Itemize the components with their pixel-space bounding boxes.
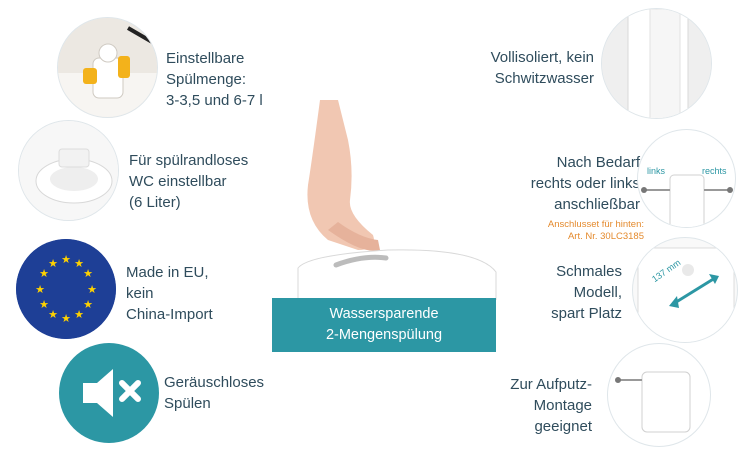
water-saving-banner: Wassersparende 2-Mengenspülung — [272, 298, 496, 352]
svg-text:★: ★ — [61, 312, 71, 325]
connection-side-image — [637, 129, 736, 228]
feature-narrow-model: Schmales Modell, spart Platz — [551, 263, 622, 322]
feature-surface-mount: Zur Aufputz- Montage geeignet — [510, 376, 592, 435]
svg-text:★: ★ — [87, 283, 97, 296]
adjustable-flush-image — [57, 17, 158, 118]
svg-text:★: ★ — [39, 298, 49, 311]
svg-text:★: ★ — [39, 267, 49, 280]
accessory-note: Anschlusset für hinten: Art. Nr. 30LC318… — [547, 218, 644, 242]
left-side-label: links — [647, 166, 666, 176]
eu-flag-icon: ★ ★ ★ ★ ★ ★ ★ ★ ★ ★ ★ ★ — [16, 239, 116, 339]
feature-adjustable-flush: Einstellbare Spülmenge: 3-3,5 und 6-7 l — [166, 50, 263, 109]
feature-insulated: Vollisoliert, kein Schwitzwasser — [490, 49, 594, 87]
svg-text:★: ★ — [83, 298, 93, 311]
insulated-tank-image — [601, 8, 712, 119]
svg-text:★: ★ — [83, 267, 93, 280]
banner-line-2: 2-Mengenspülung — [325, 327, 443, 343]
svg-text:★: ★ — [61, 253, 71, 266]
narrow-model-image — [632, 237, 738, 343]
svg-text:★: ★ — [74, 257, 84, 270]
feature-rimless-wc: Für spülrandloses WC einstellbar (6 Lite… — [129, 152, 249, 211]
svg-text:★: ★ — [74, 308, 84, 321]
feature-made-in-eu: Made in EU, kein China-Import — [126, 264, 213, 323]
feature-left-or-right: Nach Bedarf rechts oder links anschließb… — [530, 154, 640, 213]
rimless-wc-image — [18, 120, 119, 221]
svg-text:★: ★ — [48, 308, 58, 321]
feature-silent-flush: Geräuschloses Spülen — [164, 374, 265, 412]
surface-mount-image — [607, 343, 711, 447]
svg-text:★: ★ — [48, 257, 58, 270]
mute-speaker-icon — [59, 343, 159, 443]
hand-pressing-button-image — [297, 100, 497, 300]
banner-line-1: Wassersparende — [329, 306, 439, 322]
right-side-label: rechts — [702, 166, 727, 176]
svg-text:★: ★ — [35, 283, 45, 296]
